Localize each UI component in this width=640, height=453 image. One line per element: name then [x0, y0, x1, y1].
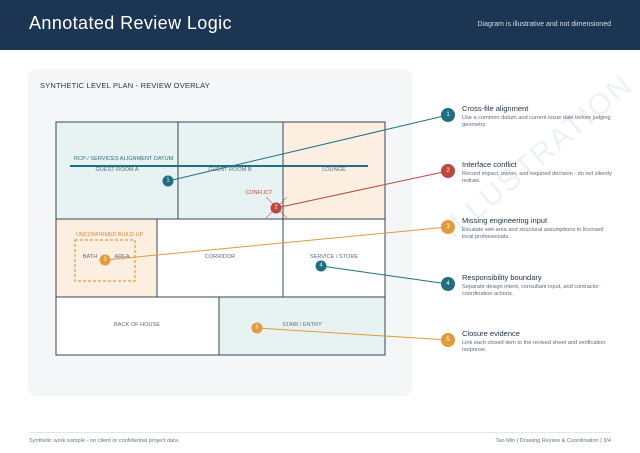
unconfirmed-label: UNCONFIRMED BUILD-UP — [76, 232, 144, 238]
room-corridor — [157, 219, 283, 297]
label-guest-room-a: GUEST ROOM A — [95, 167, 139, 173]
callout-desc-3: Escalate wet-area and structural assumpt… — [462, 227, 604, 241]
page-title: Annotated Review Logic — [29, 13, 232, 33]
callout-title-2: Interface conflict — [462, 160, 517, 169]
callout-num-3[interactable]: 3 — [441, 220, 455, 234]
panel-title: SYNTHETIC LEVEL PLAN - REVIEW OVERLAY — [40, 81, 210, 90]
callout-num-5[interactable]: 5 — [441, 333, 455, 347]
plan-marker-2[interactable]: 2 — [270, 202, 282, 214]
leader-2 — [275, 170, 449, 209]
label-bath: BATH — [82, 254, 98, 260]
callout-title-1: Cross-file alignment — [462, 104, 529, 113]
room-service — [283, 219, 385, 297]
callout-title-5: Closure evidence — [462, 329, 520, 338]
callout-title-3: Missing engineering input — [462, 216, 548, 225]
label-service-store: SERVICE / STORE — [309, 254, 359, 260]
label-corridor: CORRIDOR — [204, 254, 236, 260]
room-guest-b — [178, 122, 283, 219]
callout-num-1[interactable]: 1 — [441, 108, 455, 122]
room-back-of-house — [56, 297, 219, 355]
footer-divider — [29, 432, 611, 433]
datum-label: RCP / SERVICES ALIGNMENT DATUM — [74, 156, 174, 162]
header-note: Diagram is illustrative and not dimensio… — [477, 21, 611, 28]
callout-desc-2: Record impact, owner, and required decis… — [462, 171, 612, 185]
leader-4 — [320, 265, 449, 285]
label-back-of-house: BACK OF HOUSE — [113, 322, 161, 328]
footer-page-info: Tao Min | Drawing Review & Coordination … — [495, 438, 611, 444]
label-guest-room-b: GUEST ROOM B — [208, 167, 252, 173]
callout-desc-5: Link each closed item to the revised she… — [462, 340, 606, 354]
plan-marker-3[interactable]: 3 — [99, 254, 111, 266]
conflict-label: CONFLICT — [245, 190, 273, 196]
room-guest-a — [56, 122, 178, 219]
walls — [55, 121, 386, 356]
callout-num-2[interactable]: 2 — [441, 164, 455, 178]
room-stair — [219, 297, 385, 355]
label-lounge: LOUNGE — [322, 167, 346, 173]
leader-1 — [167, 114, 449, 182]
footer-disclaimer: Synthetic work sample - no client or con… — [29, 438, 178, 444]
label-stair-entry: STAIR / ENTRY — [282, 322, 322, 328]
callout-num-4[interactable]: 4 — [441, 277, 455, 291]
plan-marker-1[interactable]: 1 — [162, 175, 174, 187]
plan-marker-5[interactable]: 5 — [251, 322, 263, 334]
plan-marker-4[interactable]: 4 — [315, 260, 327, 272]
leader-5 — [256, 327, 449, 341]
page-header: Annotated Review Logic Diagram is illust… — [0, 0, 640, 50]
unconfirmed-buildup-box — [74, 239, 136, 282]
label-area: AREA — [114, 254, 130, 260]
callout-desc-4: Separate design intent, consultant input… — [462, 284, 600, 298]
callout-desc-1: Use a common datum and current issue dat… — [462, 115, 611, 129]
callout-title-4: Responsibility boundary — [462, 273, 542, 282]
leader-3 — [104, 226, 449, 261]
